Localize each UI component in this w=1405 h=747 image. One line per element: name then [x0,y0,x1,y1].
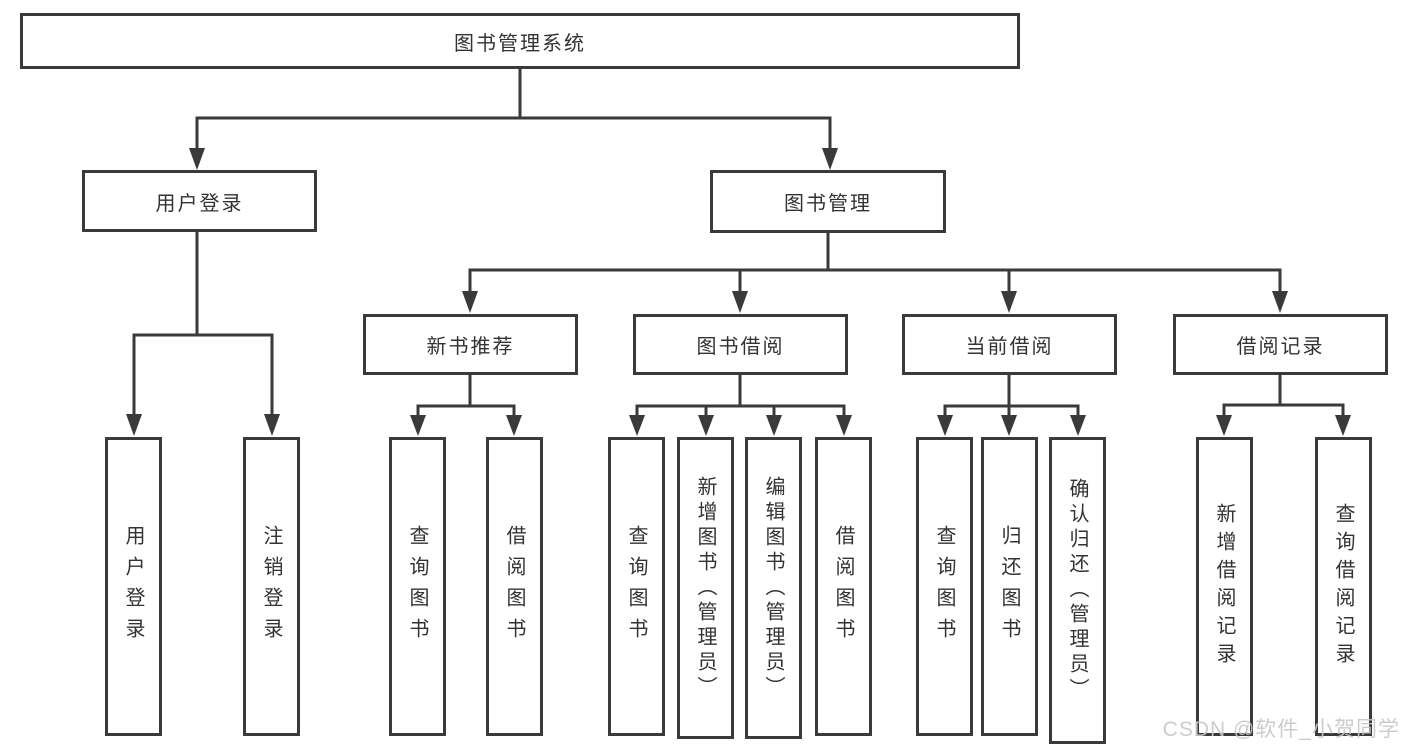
node-label: 注销登录 [260,524,282,649]
connector-root-to-level2 [189,69,838,170]
node-label: 新书推荐 [426,336,515,358]
node-label: 图书管理系统 [454,32,586,55]
node-label: 借阅图书 [832,524,854,649]
node-label: 用户登录 [122,524,144,649]
node-label: 新增图书（管理员） [694,475,716,701]
leaf-bb-borrow-books: 借阅图书 [815,437,872,736]
node-label: 图书管理 [784,193,872,215]
leaf-bb-add-book-admin: 新增图书（管理员） [677,437,734,739]
node-label: 借阅记录 [1236,336,1325,358]
csdn-watermark: CSDN @软件_小贺同学 [1162,718,1400,741]
node-label: 图书借阅 [696,336,785,358]
leaf-nbr-query-books: 查询图书 [389,437,446,736]
connector-current-borrow-to-leaves [937,375,1086,436]
node-label: 查询借阅记录 [1332,502,1354,671]
leaf-nbr-borrow-books: 借阅图书 [486,437,543,736]
leaf-user-login: 用户登录 [105,437,162,736]
leaf-cb-confirm-return-admin: 确认归还（管理员） [1049,437,1106,744]
node-book-borrow: 图书借阅 [633,314,848,375]
connector-book-borrow-to-leaves [629,375,852,436]
node-label: 查询图书 [933,524,955,649]
leaf-bb-edit-book-admin: 编辑图书（管理员） [745,437,802,739]
node-label: 用户登录 [155,192,244,215]
node-label: 确认归还（管理员） [1066,478,1088,703]
node-label: 当前借阅 [965,336,1054,358]
leaf-cb-return-book: 归还图书 [981,437,1038,736]
node-new-book-recommend: 新书推荐 [363,314,578,375]
node-user-login: 用户登录 [82,170,317,232]
node-label: 查询图书 [406,524,428,649]
leaf-br-query-record: 查询借阅记录 [1315,437,1372,736]
connector-borrow-records-to-leaves [1216,375,1351,436]
leaf-bb-query-books: 查询图书 [608,437,665,736]
node-label: 归还图书 [998,524,1020,649]
node-borrow-records: 借阅记录 [1173,314,1388,375]
node-label: 编辑图书（管理员） [762,475,784,701]
leaf-cb-query-books: 查询图书 [916,437,973,736]
connector-user-login-to-leaves [126,232,280,436]
node-label: 借阅图书 [503,524,525,649]
leaf-logout: 注销登录 [243,437,300,736]
node-label: 查询图书 [625,524,647,649]
node-label: 新增借阅记录 [1213,502,1235,671]
node-book-management: 图书管理 [710,170,946,233]
connector-book-management-to-level3 [462,233,1288,313]
node-root: 图书管理系统 [20,13,1020,69]
node-current-borrow: 当前借阅 [902,314,1117,375]
leaf-br-add-record: 新增借阅记录 [1196,437,1253,736]
connector-new-book-recommend-to-leaves [410,375,522,436]
